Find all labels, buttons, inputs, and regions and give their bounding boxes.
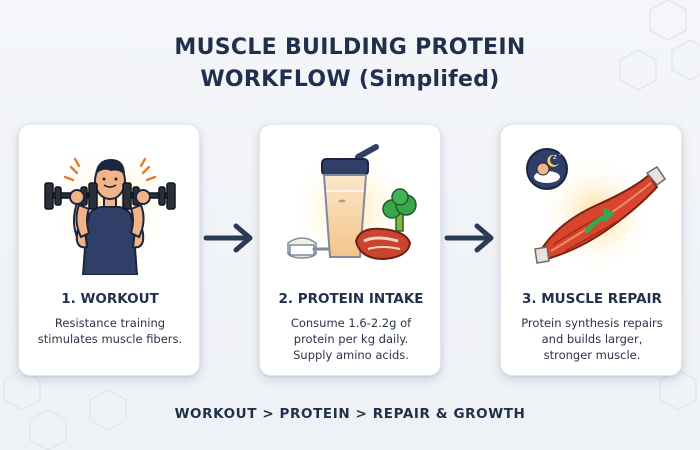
step-card-workout: 1. WORKOUT Resistance training stimulate… <box>18 124 200 376</box>
workflow-summary: WORKOUT > PROTEIN > REPAIR & GROWTH <box>174 406 526 422</box>
step-description-line: Consume 1.6-2.2g of <box>290 316 412 330</box>
step-description: Protein synthesis repairs and builds lar… <box>509 315 675 363</box>
muscle-fiber-sleep-icon: z z <box>526 148 667 273</box>
step-card-protein-intake: 2. PROTEIN INTAKE Consume 1.6-2.2g of pr… <box>259 124 441 376</box>
step-description-line: stimulates muscle fibers. <box>37 332 183 346</box>
step-description-line: stronger muscle. <box>543 348 641 362</box>
svg-text:z: z <box>559 151 562 157</box>
step-card-muscle-repair: z z 3. MUSCLE REPAIR Protein synthesis r… <box>500 124 682 376</box>
step-description-line: Supply amino acids. <box>293 348 409 362</box>
weightlifter-with-dumbbells-icon <box>44 143 176 275</box>
step-description-line: and builds larger, <box>541 332 643 346</box>
svg-text:z: z <box>553 153 557 161</box>
step-description: Resistance training stimulates muscle fi… <box>27 315 193 347</box>
step-description: Consume 1.6-2.2g of protein per kg daily… <box>268 315 434 363</box>
step-description-line: Resistance training <box>54 316 166 330</box>
title-line-2: WORKFLOW (Simplifed) <box>200 67 500 92</box>
step-title: 2. PROTEIN INTAKE <box>278 291 424 307</box>
step-title: 1. WORKOUT <box>61 291 159 307</box>
protein-shake-steak-broccoli-icon <box>287 144 417 269</box>
title-line-1: MUSCLE BUILDING PROTEIN <box>174 35 526 60</box>
step-description-line: Protein synthesis repairs <box>521 316 663 330</box>
right-arrow-icon <box>444 223 494 253</box>
right-arrow-icon <box>203 223 253 253</box>
step-title: 3. MUSCLE REPAIR <box>522 291 662 307</box>
page-title: MUSCLE BUILDING PROTEIN WORKFLOW (Simpli… <box>0 32 700 96</box>
step-description-line: protein per kg daily. <box>293 332 409 346</box>
